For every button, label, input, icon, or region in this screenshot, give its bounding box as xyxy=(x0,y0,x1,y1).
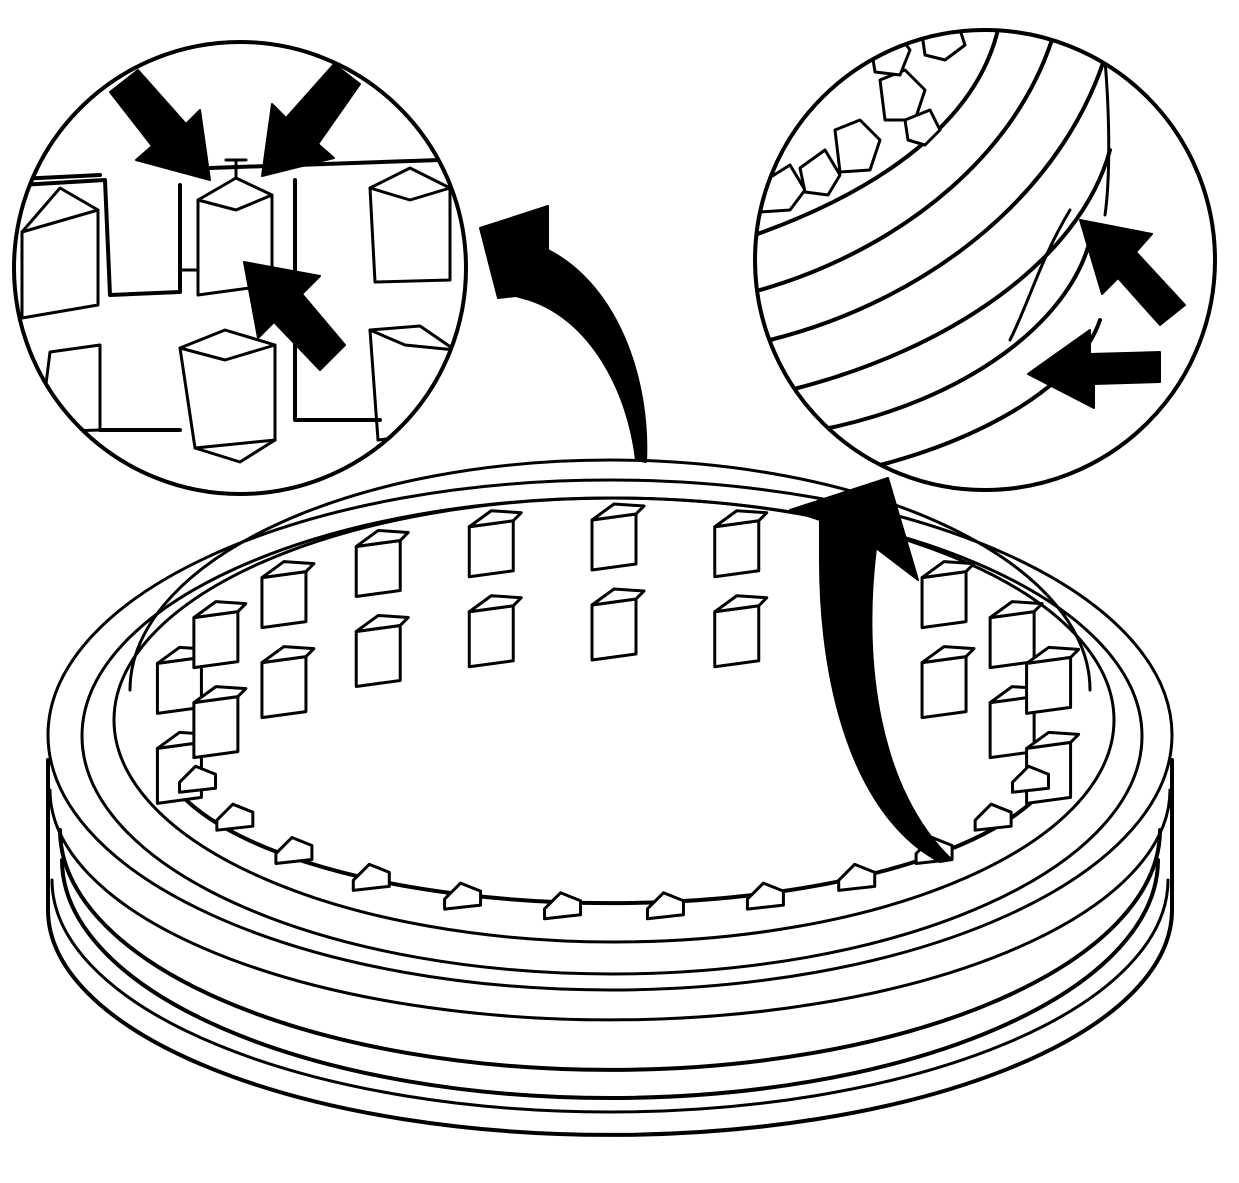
spline-tooth xyxy=(920,560,976,630)
left-detail-circle xyxy=(12,40,468,496)
sleeve-body xyxy=(46,458,1174,1137)
groove-line xyxy=(58,828,1162,1072)
spline-tooth xyxy=(1010,764,1050,794)
spline-tooth xyxy=(260,645,316,720)
groove-line xyxy=(60,858,1160,1100)
pointer-arrow xyxy=(261,63,361,177)
pointer-arrow xyxy=(1079,219,1186,326)
spline-tooth xyxy=(274,836,314,866)
spline-tooth xyxy=(713,509,769,579)
pointer-arrow xyxy=(243,261,346,371)
right-detail-circle xyxy=(753,28,1217,492)
spline-tooth xyxy=(354,528,410,598)
spline-tooth xyxy=(1025,645,1081,715)
right-detail-view xyxy=(753,28,1217,492)
spline-tooth xyxy=(973,802,1013,832)
callout-arrow-left xyxy=(479,205,648,463)
spline-tooth xyxy=(837,862,877,892)
pointer-arrow xyxy=(109,69,211,181)
spline-tooth xyxy=(215,802,255,832)
spline-tooth xyxy=(260,560,316,630)
spline-tooth xyxy=(443,881,483,911)
sleeve-splines xyxy=(155,502,1081,921)
callout-arrow-right xyxy=(789,477,953,863)
sleeve-bore-upper xyxy=(128,458,1092,692)
pointer-arrow xyxy=(1027,329,1161,409)
sleeve-top-rim-outer xyxy=(46,478,1174,992)
sleeve-outer-wall xyxy=(46,758,1174,1137)
sleeve-inner-lip xyxy=(112,496,1116,944)
spline-tooth xyxy=(178,764,218,794)
spline-tooth xyxy=(351,862,391,892)
spline-tooth xyxy=(192,600,248,670)
spline-tooth xyxy=(543,891,583,921)
spline-tooth xyxy=(467,594,523,669)
spline-tooth xyxy=(590,587,646,662)
groove-line xyxy=(50,878,1170,1114)
spline-tooth xyxy=(920,645,976,720)
spline-tooth xyxy=(467,509,523,579)
spline-tooth xyxy=(192,685,248,760)
spline-tooth xyxy=(745,881,785,911)
groove-line xyxy=(48,788,1172,1022)
spline-tooth xyxy=(354,613,410,688)
spline-tooth xyxy=(590,502,646,572)
spline-tooth xyxy=(645,891,685,921)
spline-tooth xyxy=(988,600,1044,670)
spline-tooth xyxy=(713,594,769,669)
left-detail-view xyxy=(12,40,468,496)
